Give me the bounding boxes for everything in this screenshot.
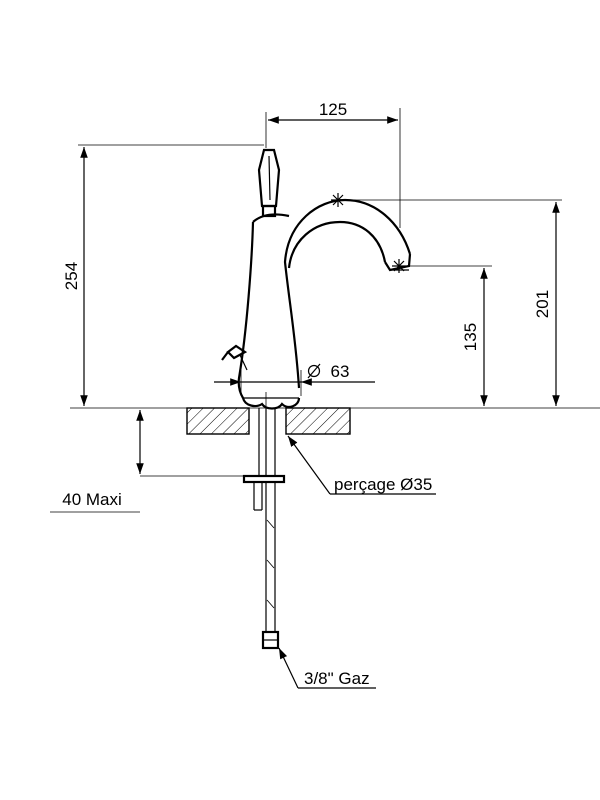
dim-max-deck-thickness-label: 40 Maxi [62,490,122,509]
reference-lines [50,108,600,513]
countertop-right-section [285,407,351,435]
countertop [186,407,351,435]
spout-marker-star [331,193,345,207]
dim-total-height: 254 [62,147,88,406]
dim-base-diameter: 63 [214,362,375,396]
dim-hole-diameter-label: perçage Ø35 [334,475,432,494]
dim-hole-diameter: perçage Ø35 [287,435,436,495]
faucet-body [237,198,412,410]
diameter-symbol-icon [307,363,321,379]
dim-base-diameter-label: 63 [331,362,350,381]
faucet-lever [257,148,281,218]
dim-outlet-height-label: 135 [461,323,480,351]
dim-connection-label: 3/8" Gaz [304,669,370,688]
dim-connection: 3/8" Gaz [278,647,376,689]
countertop-left-section [186,407,250,435]
dim-max-deck-thickness: 40 Maxi [62,410,144,509]
dim-spout-height-label: 201 [533,290,552,318]
dim-spout-reach: 125 [268,100,398,124]
drain-lever [221,344,248,371]
dim-total-height-label: 254 [62,262,81,290]
fixing-assembly [242,408,286,650]
dim-spout-reach-label: 125 [319,100,347,119]
outlet-marker-star [392,259,406,273]
dim-outlet-height: 135 [461,268,488,406]
dim-spout-height: 201 [533,202,560,406]
